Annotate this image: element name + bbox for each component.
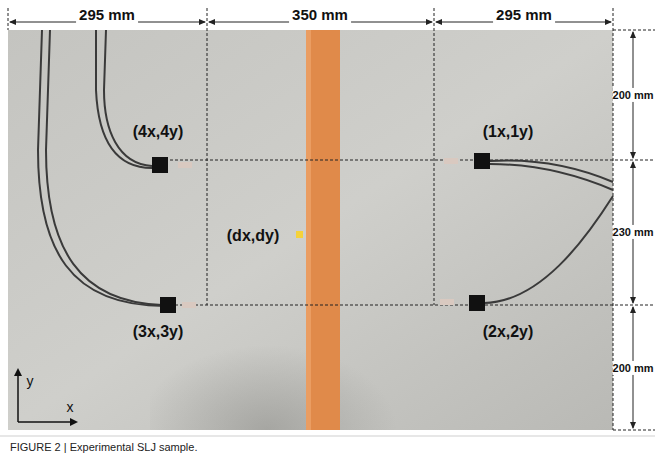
dimension-lines <box>8 8 655 430</box>
dimension-label: 350 mm <box>289 7 351 24</box>
axis-label: y <box>27 374 34 389</box>
sensor-label: (3x,3y) <box>133 323 184 341</box>
sensor-label: (2x,2y) <box>483 323 534 341</box>
dimension-arrowheads <box>9 19 636 429</box>
sensor-label: (1x,1y) <box>483 123 534 141</box>
damage-label: (dx,dy) <box>227 227 279 245</box>
axis-label: x <box>67 400 74 415</box>
dimension-label: 295 mm <box>493 7 555 24</box>
dimension-label: 230 mm <box>613 225 654 239</box>
axis-arrows <box>14 368 78 426</box>
dimension-label: 200 mm <box>613 88 654 102</box>
aluminium-plate <box>8 30 613 430</box>
plate-shadow <box>150 260 410 430</box>
dimension-label: 295 mm <box>76 7 138 24</box>
sensor-cables <box>38 30 613 306</box>
pzt-sensors <box>152 153 490 313</box>
figure-caption: FIGURE 2 | Experimental SLJ sample. <box>10 441 197 453</box>
dimension-label: 200 mm <box>613 361 654 375</box>
damage-dot <box>296 231 303 238</box>
caption-rule <box>0 436 655 437</box>
strip-highlight <box>306 30 311 430</box>
adhesive-strip <box>306 30 340 430</box>
sensor-label: (4x,4y) <box>133 123 184 141</box>
